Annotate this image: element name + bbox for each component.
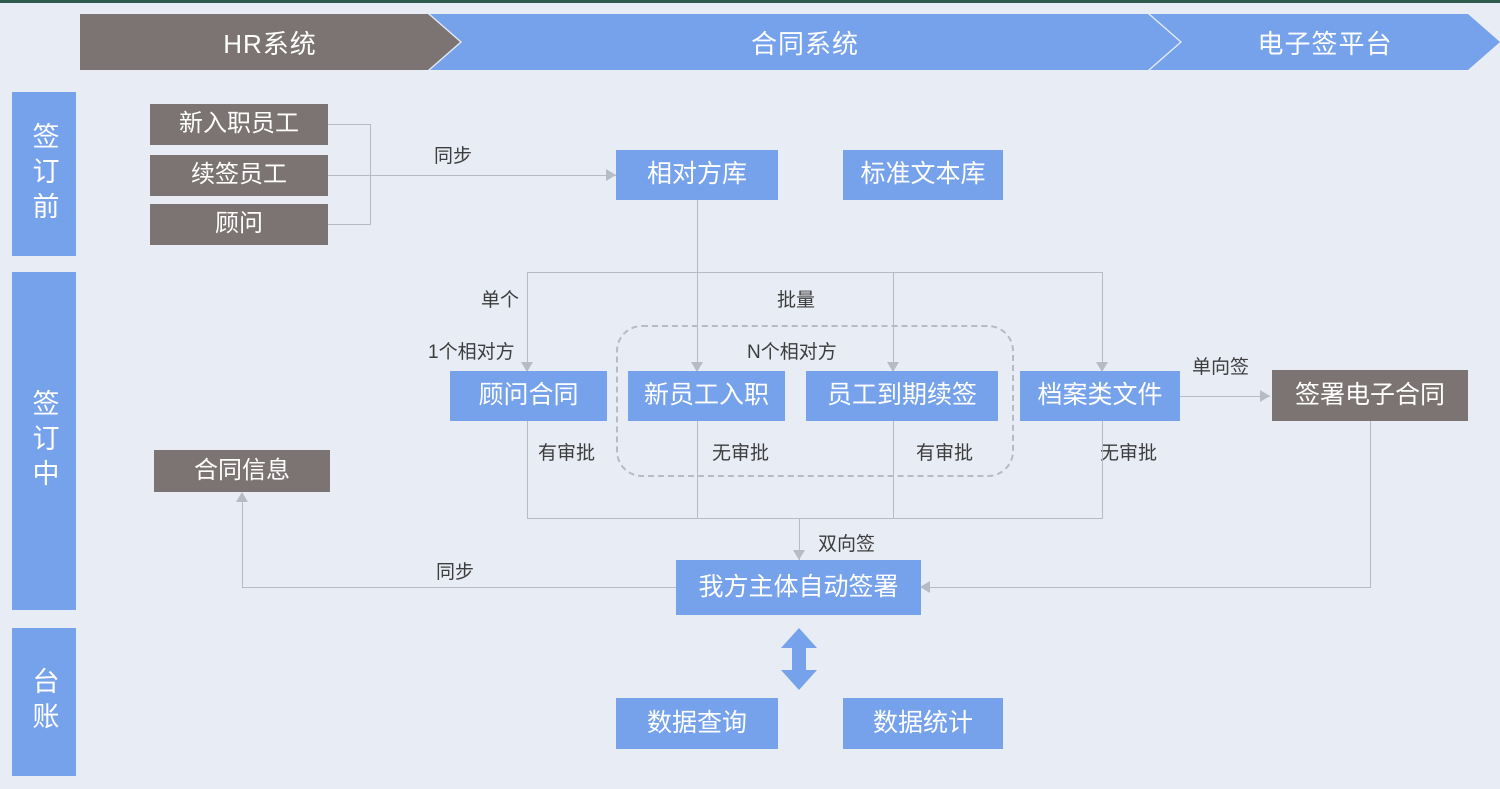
sidebar-item-phase-ledger[interactable]: 台账 — [12, 628, 76, 776]
node-renewal-employee[interactable]: 续签员工 — [150, 155, 328, 196]
edge-label-n-counterparty: N个相对方 — [747, 342, 837, 363]
bus-bottom-mid-vertical — [697, 421, 698, 518]
top-rule — [0, 0, 1500, 3]
edge-label-two-way-sign: 双向签 — [818, 534, 876, 555]
banner-contract-system-label: 合同系统 — [750, 28, 859, 59]
approval-label-employee-renewal: 有审批 — [916, 443, 974, 464]
node-self-auto-sign-label: 我方主体自动签署 — [698, 572, 899, 601]
approval-label-archive-document: 无审批 — [1100, 443, 1158, 464]
arrow-counterparty-to-new-employee — [691, 362, 703, 372]
node-archive-document-label: 档案类文件 — [1037, 381, 1163, 410]
edge-label-batch: 批量 — [777, 290, 816, 311]
node-archive-document[interactable]: 档案类文件 — [1020, 371, 1180, 421]
banner-esign-platform[interactable]: 电子签平台 — [1150, 14, 1500, 70]
node-consultant-contract-label: 顾问合同 — [478, 381, 579, 410]
phase-before-signing-label: 签订前 — [28, 121, 59, 227]
edge-label-sync-top: 同步 — [434, 146, 473, 167]
node-standard-text-library-label: 标准文本库 — [860, 160, 986, 189]
edge-label-one-way-sign: 单向签 — [1192, 357, 1250, 378]
approval-label-consultant-contract: 有审批 — [538, 443, 596, 464]
node-contract-info-label: 合同信息 — [194, 456, 290, 484]
arrow-sync-to-contract-info — [236, 492, 248, 502]
sidebar-item-phase-before-signing[interactable]: 签订前 — [12, 92, 76, 256]
connector-hr-trunk-vertical — [370, 124, 371, 225]
edge-label-sync-bottom: 同步 — [436, 562, 475, 583]
node-data-statistics-label: 数据统计 — [872, 708, 973, 737]
connector-sync-bus-up — [242, 502, 243, 587]
banner-hr-system[interactable]: HR系统 — [80, 14, 460, 70]
connector-esign-down — [1370, 421, 1371, 587]
phase-ledger-label: 台账 — [28, 667, 59, 737]
connector-hr-trunk-to-counterparty — [328, 175, 616, 176]
phase-during-signing-label: 签订中 — [28, 388, 59, 494]
bus-bottom-horizontal — [527, 518, 1103, 519]
banner-esign-platform-label: 电子签平台 — [1257, 28, 1393, 59]
node-esign-contract[interactable]: 签署电子合同 — [1272, 370, 1468, 421]
node-standard-text-library[interactable]: 标准文本库 — [843, 150, 1003, 200]
connector-new-hire-to-trunk — [328, 124, 370, 125]
connector-archive-to-esign — [1180, 396, 1270, 397]
node-employee-renewal[interactable]: 员工到期续签 — [806, 371, 998, 421]
node-new-hire-employee-label: 新入职员工 — [179, 110, 299, 138]
node-consultant-label: 顾问 — [215, 210, 263, 238]
node-renewal-employee-label: 续签员工 — [191, 161, 287, 189]
bus-bottom-renewal-vertical — [893, 421, 894, 518]
node-new-employee-onboarding-label: 新员工入职 — [643, 381, 769, 410]
node-data-statistics[interactable]: 数据统计 — [843, 698, 1003, 749]
node-data-query[interactable]: 数据查询 — [616, 698, 778, 749]
arrow-esign-to-auto-sign — [920, 581, 930, 593]
sidebar-item-phase-during-signing[interactable]: 签订中 — [12, 272, 76, 610]
bus-top-horizontal — [527, 272, 1103, 273]
node-esign-contract-label: 签署电子合同 — [1294, 380, 1445, 409]
double-arrow-icon — [781, 628, 817, 690]
node-new-employee-onboarding[interactable]: 新员工入职 — [628, 371, 785, 421]
arrow-bus-to-archive — [1096, 362, 1108, 372]
edge-label-single: 单个 — [481, 290, 520, 311]
node-counterparty-library[interactable]: 相对方库 — [616, 150, 778, 200]
connector-esign-to-auto-sign — [930, 587, 1371, 588]
banner-hr-system-label: HR系统 — [223, 28, 317, 59]
node-new-hire-employee[interactable]: 新入职员工 — [150, 104, 328, 145]
bus-down-to-employee-renewal — [893, 272, 894, 372]
arrow-bus-to-employee-renewal — [887, 362, 899, 372]
bus-bottom-left-vertical — [527, 421, 528, 518]
arrow-hr-to-counterparty — [606, 169, 616, 181]
connector-auto-sign-to-sync-bus — [242, 587, 676, 588]
arrow-bus-to-auto-sign — [793, 550, 805, 560]
arrow-bus-to-consultant-contract — [521, 362, 533, 372]
node-contract-info[interactable]: 合同信息 — [154, 450, 330, 492]
node-self-auto-sign[interactable]: 我方主体自动签署 — [676, 560, 921, 615]
bus-bottom-archive-vertical — [1102, 421, 1103, 518]
group-n-counterparty — [616, 325, 1014, 477]
bus-left-down-to-consultant-contract — [527, 272, 528, 372]
edge-label-one-counterparty: 1个相对方 — [428, 342, 515, 363]
node-consultant[interactable]: 顾问 — [150, 204, 328, 245]
connector-counterparty-down — [697, 200, 698, 372]
node-employee-renewal-label: 员工到期续签 — [826, 381, 977, 410]
arrow-archive-to-esign — [1260, 390, 1270, 402]
node-data-query-label: 数据查询 — [646, 708, 747, 737]
node-consultant-contract[interactable]: 顾问合同 — [450, 371, 607, 421]
approval-label-new-employee-onboarding: 无审批 — [712, 443, 770, 464]
node-counterparty-library-label: 相对方库 — [646, 160, 747, 189]
connector-bus-to-auto-sign — [799, 518, 800, 560]
connector-consultant-to-trunk — [328, 224, 370, 225]
banner-contract-system[interactable]: 合同系统 — [430, 14, 1180, 70]
bus-right-down-to-archive — [1102, 272, 1103, 372]
